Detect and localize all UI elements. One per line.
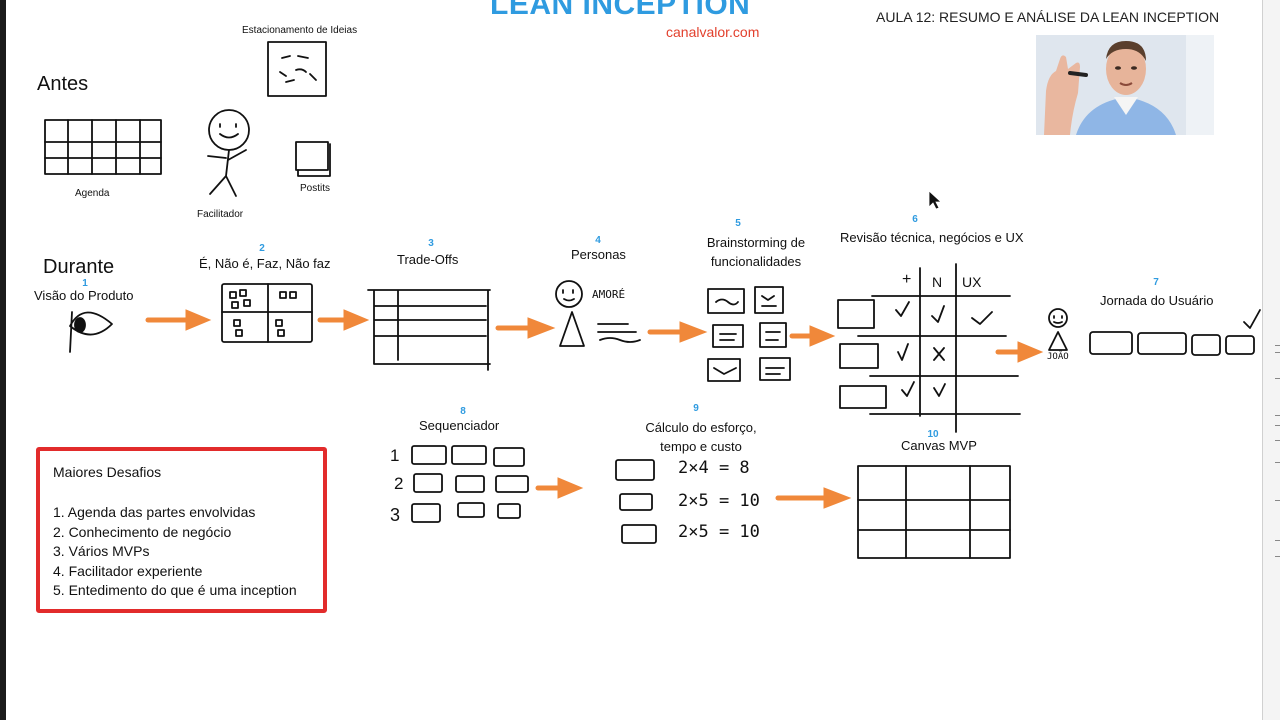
step-2-number: 2 — [259, 243, 265, 254]
challenge-item: 3. Vários MVPs — [53, 543, 150, 559]
brand-url[interactable]: canalvalor.com — [666, 24, 760, 40]
review-header-n: N — [932, 274, 943, 290]
review-header-ux: UX — [962, 274, 982, 290]
step-10-label: Canvas MVP — [901, 438, 977, 453]
presenter-webcam — [1036, 35, 1214, 135]
step-8-number: 8 — [460, 406, 466, 417]
parking-label: Estacionamento de Ideias — [242, 25, 358, 36]
step-10-number: 10 — [927, 429, 939, 440]
postits-label: Postits — [300, 183, 331, 194]
step-6-label: Revisão técnica, negócios e UX — [840, 230, 1024, 245]
step-5-label: Brainstorming de funcionalidades — [706, 235, 806, 269]
challenge-item: 1. Agenda das partes envolvidas — [53, 504, 256, 520]
step-9-number: 9 — [693, 403, 699, 414]
step-4-label: Personas — [571, 247, 626, 262]
challenge-item: 5. Entedimento do que é uma inception — [53, 582, 297, 598]
step-9-label: Cálculo do esforço, tempo e custo — [645, 420, 757, 454]
persona-name: AMORÉ — [592, 288, 626, 301]
sequencer-row-2: 2 — [394, 474, 404, 493]
effort-row-3: 2×5 = 10 — [678, 522, 760, 542]
step-7-label: Jornada do Usuário — [1100, 293, 1214, 308]
journey-persona-name: JOÃO — [1047, 352, 1069, 362]
right-scroll-edge[interactable] — [1262, 0, 1280, 720]
step-6-number: 6 — [912, 214, 918, 225]
step-8-label: Sequenciador — [419, 418, 500, 433]
lesson-title: AULA 12: RESUMO E ANÁLISE DA LEAN INCEPT… — [876, 9, 1220, 25]
review-header-plus: + — [902, 271, 912, 288]
challenges-list: 1. Agenda das partes envolvidas 2. Conhe… — [53, 503, 297, 601]
section-durante: Durante — [43, 256, 115, 278]
step-1-number: 1 — [82, 278, 88, 289]
step-5-number: 5 — [735, 218, 741, 229]
step-1-label: Visão do Produto — [34, 288, 134, 303]
step-3-number: 3 — [428, 238, 434, 249]
section-antes: Antes — [37, 73, 89, 95]
effort-row-2: 2×5 = 10 — [678, 491, 760, 511]
effort-row-1: 2×4 = 8 — [678, 458, 750, 478]
challenge-item: 2. Conhecimento de negócio — [53, 523, 232, 540]
step-7-number: 7 — [1153, 277, 1159, 288]
step-3-label: Trade-Offs — [397, 252, 459, 267]
facilitator-label: Facilitador — [197, 209, 244, 220]
step-2-label: É, Não é, Faz, Não faz — [199, 256, 331, 271]
challenges-title: Maiores Desafios — [53, 464, 162, 480]
left-frame-edge — [0, 0, 6, 720]
step-4-number: 4 — [595, 235, 601, 246]
sequencer-row-3: 3 — [390, 505, 401, 525]
agenda-label: Agenda — [75, 188, 110, 199]
sequencer-row-1: 1 — [390, 446, 400, 465]
brand-title: LEAN INCEPTION — [490, 0, 751, 21]
challenge-item: 4. Facilitador experiente — [53, 562, 203, 579]
challenges-box: Maiores Desafios 1. Agenda das partes en… — [36, 447, 327, 613]
